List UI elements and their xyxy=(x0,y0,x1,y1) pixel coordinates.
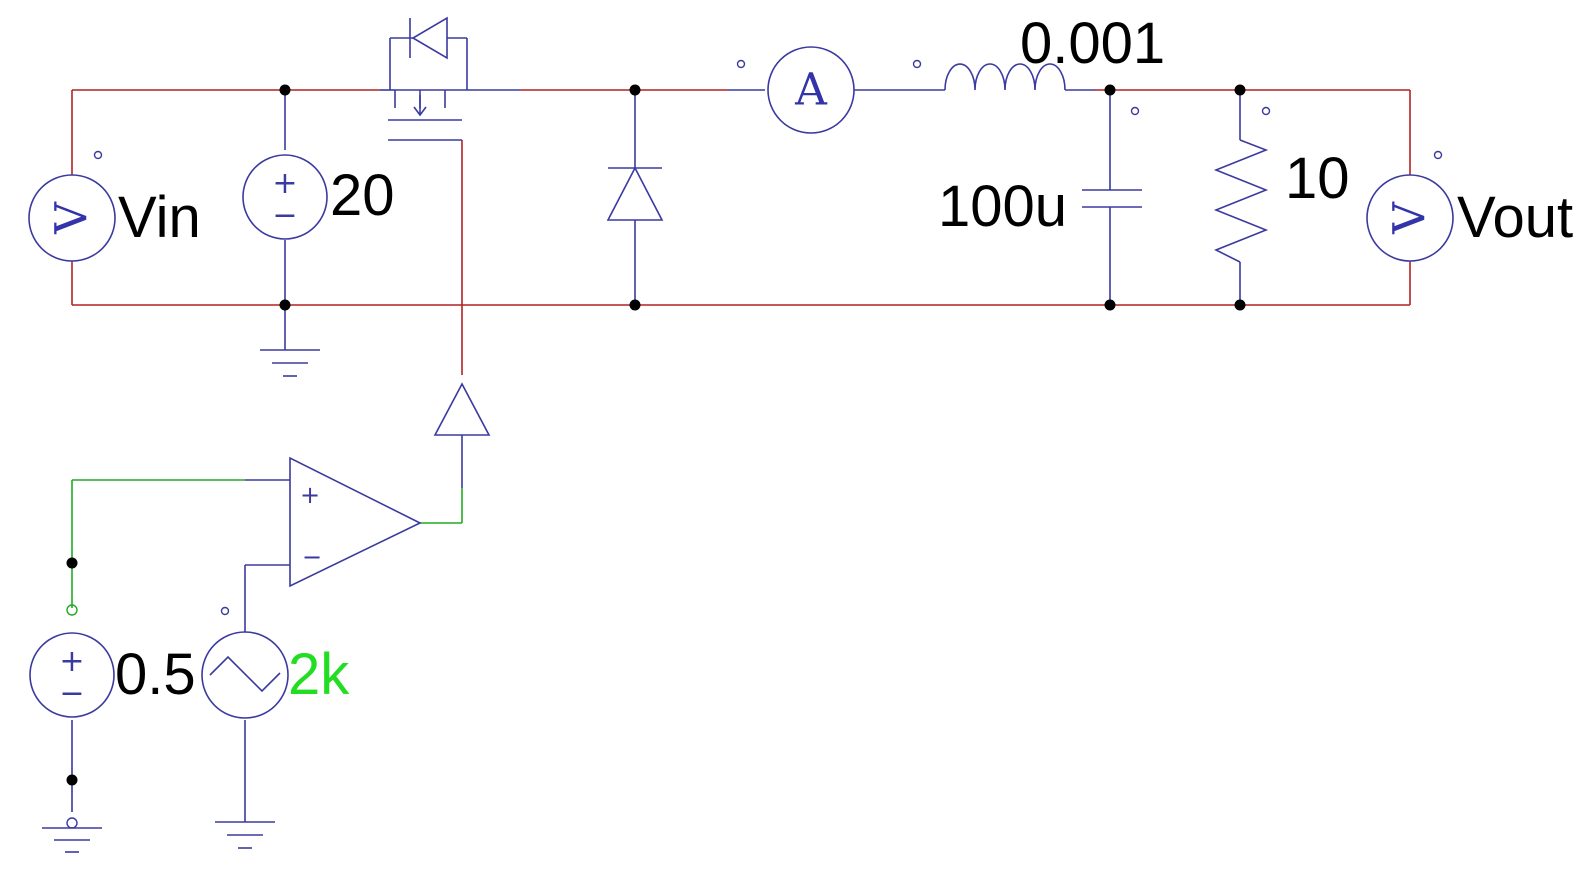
comparator-noninverting: + xyxy=(300,481,320,509)
vout-label: Vout xyxy=(1457,185,1573,250)
capacitor xyxy=(1082,189,1142,208)
triangle-wave-source xyxy=(201,631,289,719)
junction-dot xyxy=(66,557,78,569)
dc-ref-minus: − xyxy=(59,676,84,711)
junction-dot xyxy=(279,84,291,96)
vin-voltmeter: V xyxy=(28,174,116,262)
junction-dot xyxy=(1234,84,1246,96)
junction-dot xyxy=(1234,299,1246,311)
resistor-value: 10 xyxy=(1285,146,1350,211)
control-wires xyxy=(71,479,463,608)
dc-reference-source: + − xyxy=(29,632,115,718)
capacitor-value: 100u xyxy=(938,174,1067,239)
junction-dot xyxy=(629,84,641,96)
ammeter: A xyxy=(767,46,855,134)
component-wires xyxy=(71,89,1241,822)
vout-voltmeter: V xyxy=(1366,174,1454,262)
ground-symbol xyxy=(215,821,275,849)
vout-voltmeter-symbol: V xyxy=(1385,201,1436,235)
dc-ref-plus: + xyxy=(59,644,84,679)
mosfet-switch xyxy=(380,16,520,141)
junction-dot xyxy=(66,774,78,786)
junction-dot xyxy=(629,299,641,311)
resistor xyxy=(1213,139,1269,263)
pwm-comparator xyxy=(289,456,422,588)
power-wires xyxy=(71,89,1411,375)
freewheel-diode xyxy=(606,166,664,221)
vin-label: Vin xyxy=(118,185,201,250)
triangle-source-frequency: 2k xyxy=(288,642,350,707)
dc-voltage-source: + − xyxy=(242,154,328,240)
inductor xyxy=(944,63,1066,91)
ground-symbol xyxy=(260,349,320,377)
junction-dot xyxy=(279,299,291,311)
inductor-value: 0.001 xyxy=(1020,11,1165,76)
gate-driver-buffer xyxy=(433,382,491,436)
junction-dots xyxy=(66,84,1246,786)
ground-symbol xyxy=(42,827,102,853)
dc-source-minus: − xyxy=(272,198,297,233)
comparator-inverting: − xyxy=(302,543,322,571)
junction-dot xyxy=(1104,299,1116,311)
dc-source-plus: + xyxy=(272,166,297,201)
junction-dot xyxy=(1104,84,1116,96)
dc-ref-value: 0.5 xyxy=(115,642,196,707)
ammeter-symbol: A xyxy=(794,65,828,116)
dc-source-value: 20 xyxy=(330,163,395,228)
vin-voltmeter-symbol: V xyxy=(47,201,98,235)
